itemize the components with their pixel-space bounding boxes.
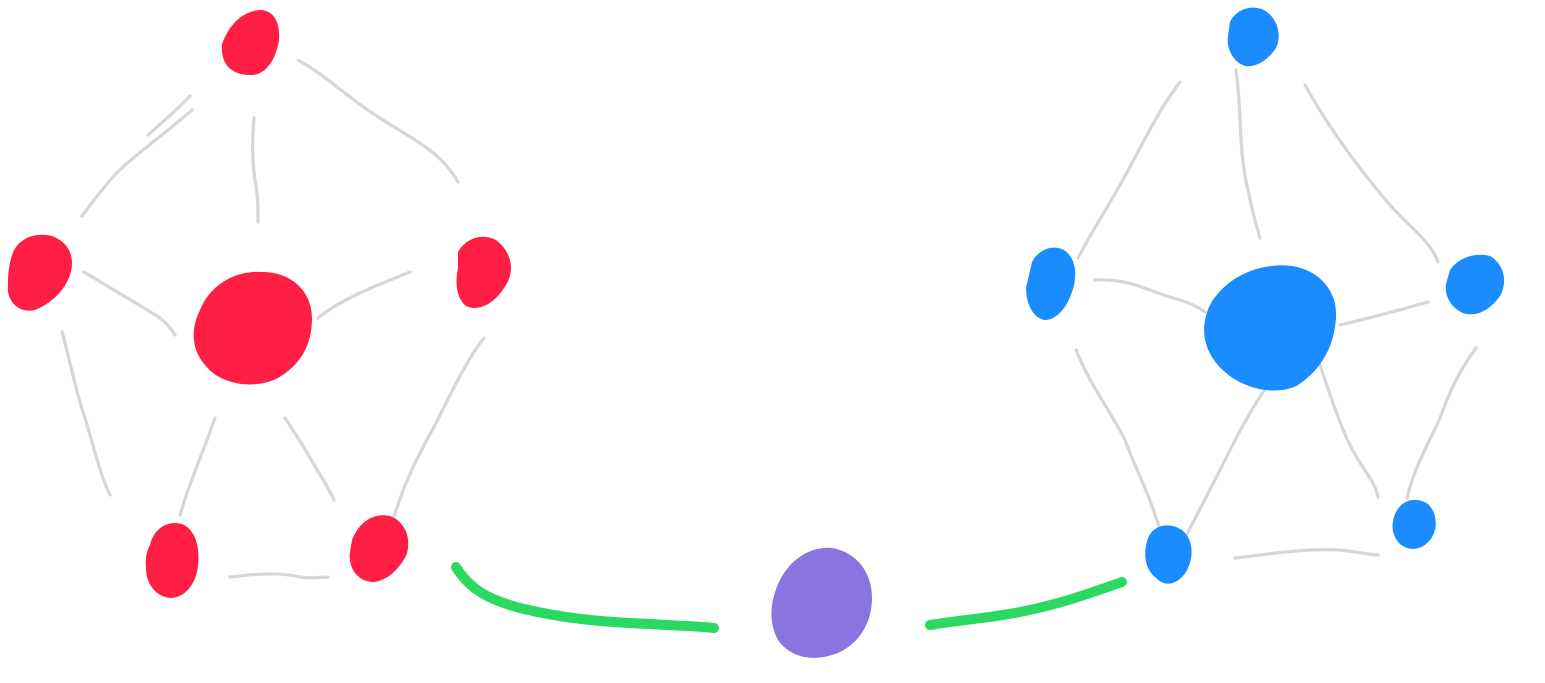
- edge-left-center-to-bottom-right: [283, 416, 336, 502]
- edge-left-bottom-left-to-bottom-right: [228, 572, 330, 580]
- edge-left-center-to-right: [316, 270, 412, 320]
- left-cluster-edges: [60, 58, 486, 580]
- left-node-right: [456, 236, 511, 308]
- bridge-edges: [451, 562, 1127, 633]
- left-cluster-nodes: [7, 10, 511, 598]
- edge-left-right-to-bottom-right: [391, 336, 486, 522]
- bridge-hub-node: [771, 547, 872, 658]
- edge-right-left-to-bottom-left: [1074, 348, 1162, 532]
- edge-right-right-to-bottom-right: [1405, 346, 1478, 500]
- bridge-edge-right: [925, 577, 1127, 630]
- right-cluster-nodes: [1026, 7, 1505, 584]
- right-node-right: [1445, 254, 1505, 315]
- edge-right-top-to-right: [1303, 83, 1440, 264]
- left-node-top: [221, 10, 280, 76]
- edge-left-center-to-bottom-left: [178, 416, 217, 517]
- right-node-left: [1026, 247, 1076, 320]
- edge-right-left-to-top-branch: [1076, 80, 1182, 260]
- edge-right-center-to-right: [1338, 300, 1430, 327]
- edge-left-upper-left-to-center: [82, 270, 177, 337]
- right-node-bottom-left: [1145, 525, 1192, 584]
- right-node-center: [1204, 265, 1337, 391]
- edge-right-center-to-bottom-right: [1318, 363, 1380, 499]
- left-node-center: [193, 271, 312, 385]
- edge-right-top-to-center: [1234, 68, 1262, 240]
- left-node-bottom-right: [349, 515, 409, 582]
- left-node-upper-left: [7, 234, 72, 311]
- right-node-bottom-right: [1392, 499, 1436, 549]
- edge-left-top-to-center: [251, 116, 260, 224]
- bridge-edge-left: [451, 562, 719, 633]
- edge-left-top-to-upper-left: [80, 94, 194, 218]
- edge-left-top-to-right: [296, 58, 460, 184]
- edge-left-upper-left-to-bottom-left: [60, 330, 112, 497]
- right-cluster-edges: [1074, 68, 1478, 560]
- right-node-top: [1227, 7, 1279, 67]
- edge-right-center-to-bottom-left: [1183, 383, 1270, 540]
- left-node-bottom-left: [145, 522, 199, 598]
- edge-right-left-to-center: [1093, 278, 1207, 314]
- edge-right-bottom-left-to-bottom-right: [1233, 548, 1380, 560]
